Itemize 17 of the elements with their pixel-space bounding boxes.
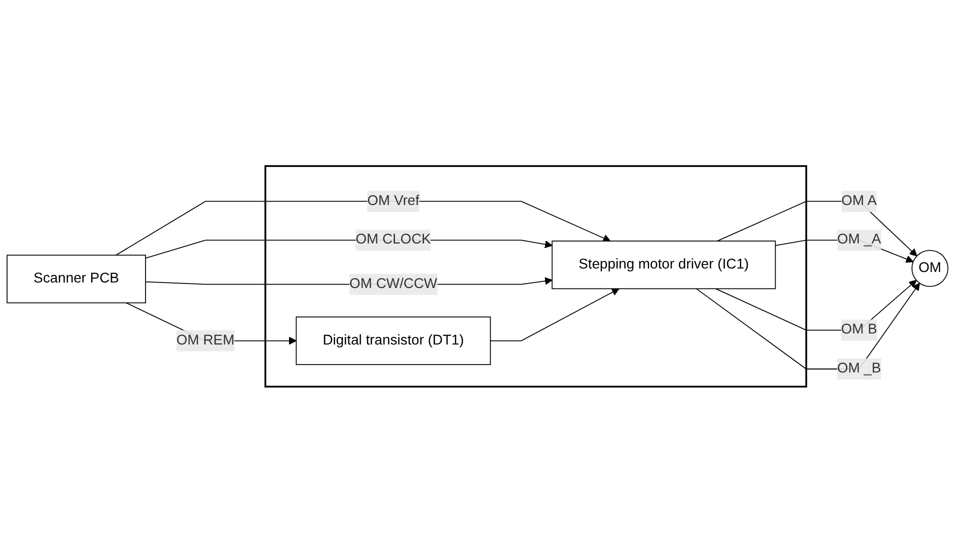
- edge-label: OM _B: [837, 361, 882, 376]
- edge-label: OM REM: [176, 332, 234, 348]
- edge-label: OM A: [841, 194, 877, 209]
- cluster: [264, 165, 808, 388]
- edge-label: OM _A: [837, 232, 882, 248]
- edge-label: OM CLOCK: [356, 232, 431, 248]
- arrow: [490, 288, 620, 342]
- node-box: Stepping motor driver (IC1): [552, 240, 776, 290]
- edge-label: OM B: [841, 322, 878, 338]
- arrow: [716, 201, 918, 257]
- arrow: [696, 282, 920, 370]
- edge-label: OM CW/CCW: [349, 276, 438, 292]
- node-circle: OM: [912, 250, 948, 287]
- node-box: Scanner PCB: [6, 254, 146, 304]
- arrow: [116, 201, 611, 256]
- node-box: Digital transistor (DT1): [296, 316, 491, 366]
- edge-label: OM Vref: [367, 194, 420, 209]
